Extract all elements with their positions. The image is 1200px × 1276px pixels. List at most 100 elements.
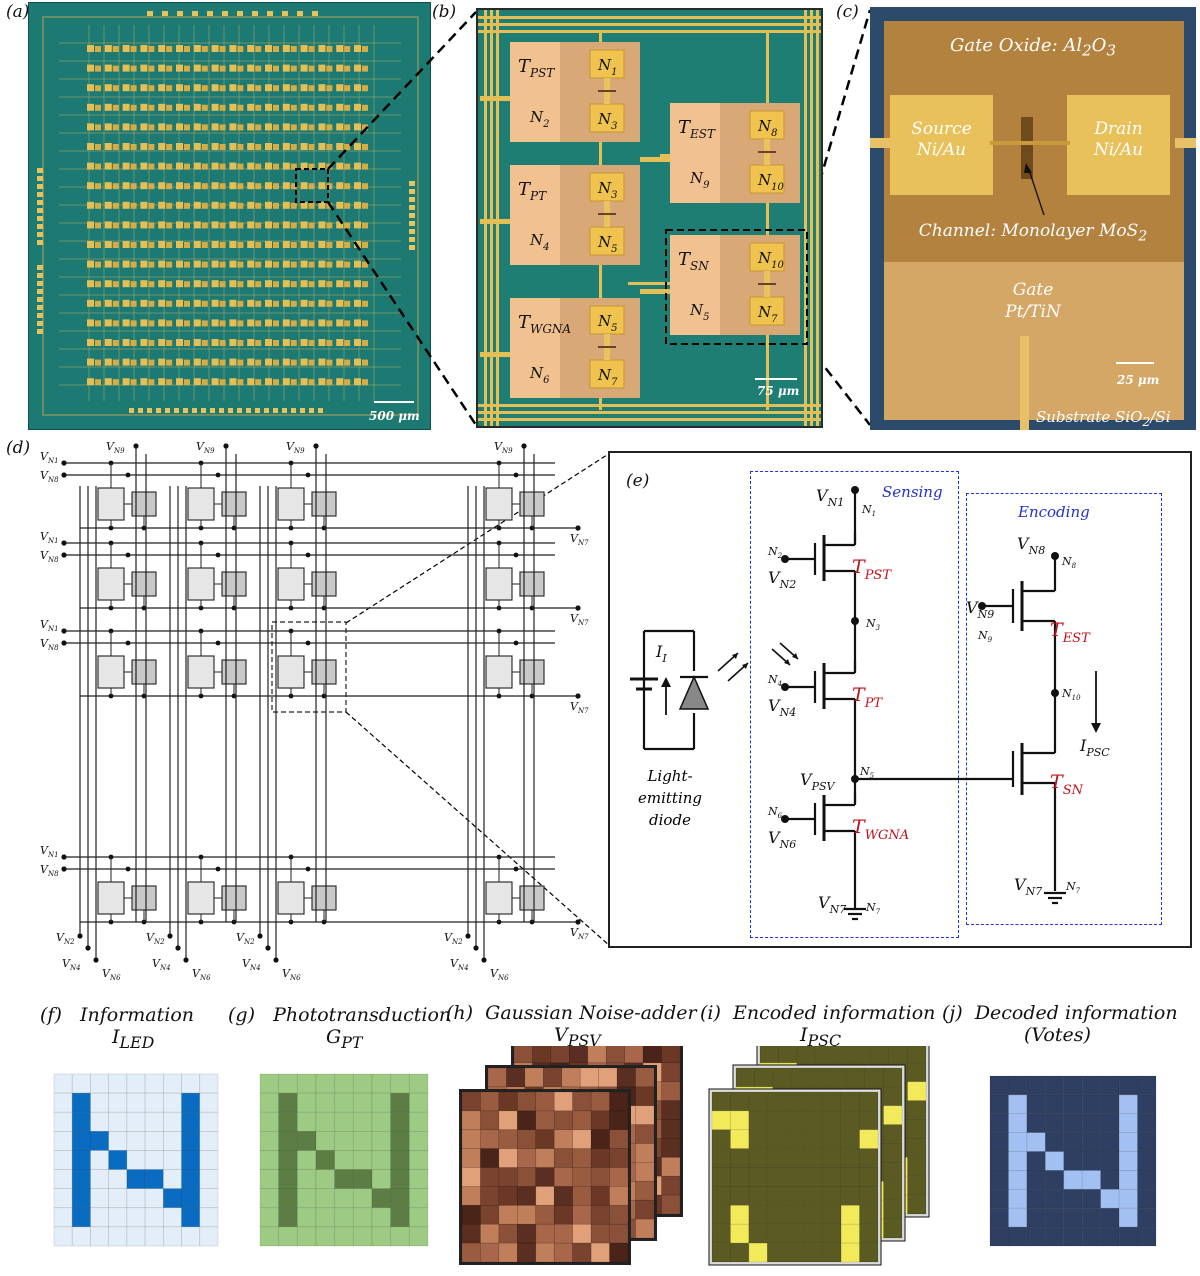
chip-pad xyxy=(282,221,290,229)
chip-pad xyxy=(354,339,361,346)
photo-cell xyxy=(315,1188,336,1209)
chip-pad xyxy=(140,103,148,111)
chip-pad xyxy=(255,163,262,170)
chip-pad xyxy=(255,222,262,229)
chip-pad xyxy=(201,85,208,92)
encoded-cell xyxy=(766,1129,787,1150)
chip-pad xyxy=(237,242,244,248)
encoded-cell xyxy=(883,1105,903,1126)
via-line xyxy=(766,30,769,410)
chip-bond-pad xyxy=(138,408,143,413)
chip-pad xyxy=(308,65,315,72)
noise-cell xyxy=(590,1148,610,1168)
photo-cell xyxy=(352,1226,373,1247)
chip-pad xyxy=(184,163,190,170)
chip-pad xyxy=(362,85,368,92)
chip-pad xyxy=(265,221,272,229)
chip-pad xyxy=(176,358,183,366)
info-cell xyxy=(126,1111,146,1132)
pixel-sensor xyxy=(187,881,215,915)
chip-pad xyxy=(273,144,279,150)
info-cell xyxy=(90,1111,110,1132)
vn9-label: VN9 xyxy=(966,598,994,621)
chip-bond-pad xyxy=(273,408,278,413)
chip-pad xyxy=(158,123,166,131)
chip-pad xyxy=(176,260,183,268)
chip-pad xyxy=(211,378,219,386)
chip-pad xyxy=(354,143,361,150)
chip-pad xyxy=(265,162,272,170)
encoded-cell xyxy=(883,1162,903,1182)
chip-pad xyxy=(308,202,315,209)
chip-pad xyxy=(362,379,368,386)
pixel-sensor xyxy=(187,655,215,689)
chip-pad xyxy=(112,359,119,366)
photo-cell xyxy=(296,1130,317,1151)
chip-pad xyxy=(166,222,173,229)
encoded-cell xyxy=(888,1046,908,1064)
decoded-cell xyxy=(1008,1170,1028,1190)
chip-pad xyxy=(300,241,308,248)
led-symbol xyxy=(678,675,710,710)
noise-cell xyxy=(516,1242,537,1263)
junction xyxy=(215,472,221,478)
decoded-cell xyxy=(1081,1226,1102,1247)
transistor-name-pst: TPST xyxy=(852,556,892,583)
noise-cell xyxy=(516,1148,537,1168)
chip-pad xyxy=(130,281,137,288)
chip-pad xyxy=(344,281,351,288)
chip-pad xyxy=(318,319,326,327)
noise-cell xyxy=(513,1046,533,1064)
chip-pad xyxy=(184,104,190,111)
chip-pad xyxy=(176,45,183,52)
chip-pad xyxy=(282,319,290,327)
chip-pad xyxy=(193,143,201,150)
noise-cell xyxy=(609,1129,629,1150)
terminal xyxy=(313,443,319,449)
v-n1-label: VN1 xyxy=(40,530,59,545)
chip-bond-pad xyxy=(237,408,242,413)
encoded-cell xyxy=(840,1091,860,1112)
chip-pad xyxy=(344,124,351,131)
chip-pad xyxy=(290,261,297,268)
encoded-cell xyxy=(766,1186,787,1206)
chip-pad xyxy=(140,260,148,268)
chip-pad xyxy=(336,319,344,327)
chip-pad xyxy=(362,300,368,307)
photo-cell xyxy=(278,1169,298,1190)
junction xyxy=(305,866,311,872)
info-cell xyxy=(181,1207,201,1228)
chip-bond-pad xyxy=(37,240,43,245)
chip-pad xyxy=(326,222,333,229)
photo-cell xyxy=(315,1111,336,1132)
chip-pad xyxy=(290,163,297,170)
chip-pad xyxy=(130,261,137,268)
chip-pad xyxy=(112,104,119,111)
photo-cell xyxy=(371,1092,392,1113)
photo-cell xyxy=(408,1226,429,1247)
decoded-cell xyxy=(1063,1113,1083,1134)
chip-bond-pad xyxy=(177,11,183,16)
chip-bond-pad xyxy=(207,11,213,16)
scale-bar-c xyxy=(1116,362,1154,364)
noise-cell xyxy=(587,1046,607,1064)
decoded-cell xyxy=(1081,1207,1102,1228)
chip-bond-pad xyxy=(222,11,228,16)
info-cell xyxy=(199,1169,219,1190)
encoded-cell xyxy=(859,1186,879,1206)
chip-bond-pad xyxy=(37,321,43,326)
encoded-cell xyxy=(822,1110,842,1131)
v-n9-label: VN9 xyxy=(286,440,305,455)
gate-feed xyxy=(480,96,510,101)
noise-cell xyxy=(590,1129,610,1150)
noise-cell xyxy=(516,1186,537,1206)
chip-pad xyxy=(112,85,119,92)
chip-pad xyxy=(122,319,130,327)
chip-pad xyxy=(336,182,344,190)
bus-line xyxy=(496,10,499,426)
encoded-cell xyxy=(822,1242,842,1263)
terminal xyxy=(77,933,83,939)
chip-pad xyxy=(201,183,208,190)
info-cell xyxy=(108,1073,128,1094)
info-cell xyxy=(162,1073,182,1094)
